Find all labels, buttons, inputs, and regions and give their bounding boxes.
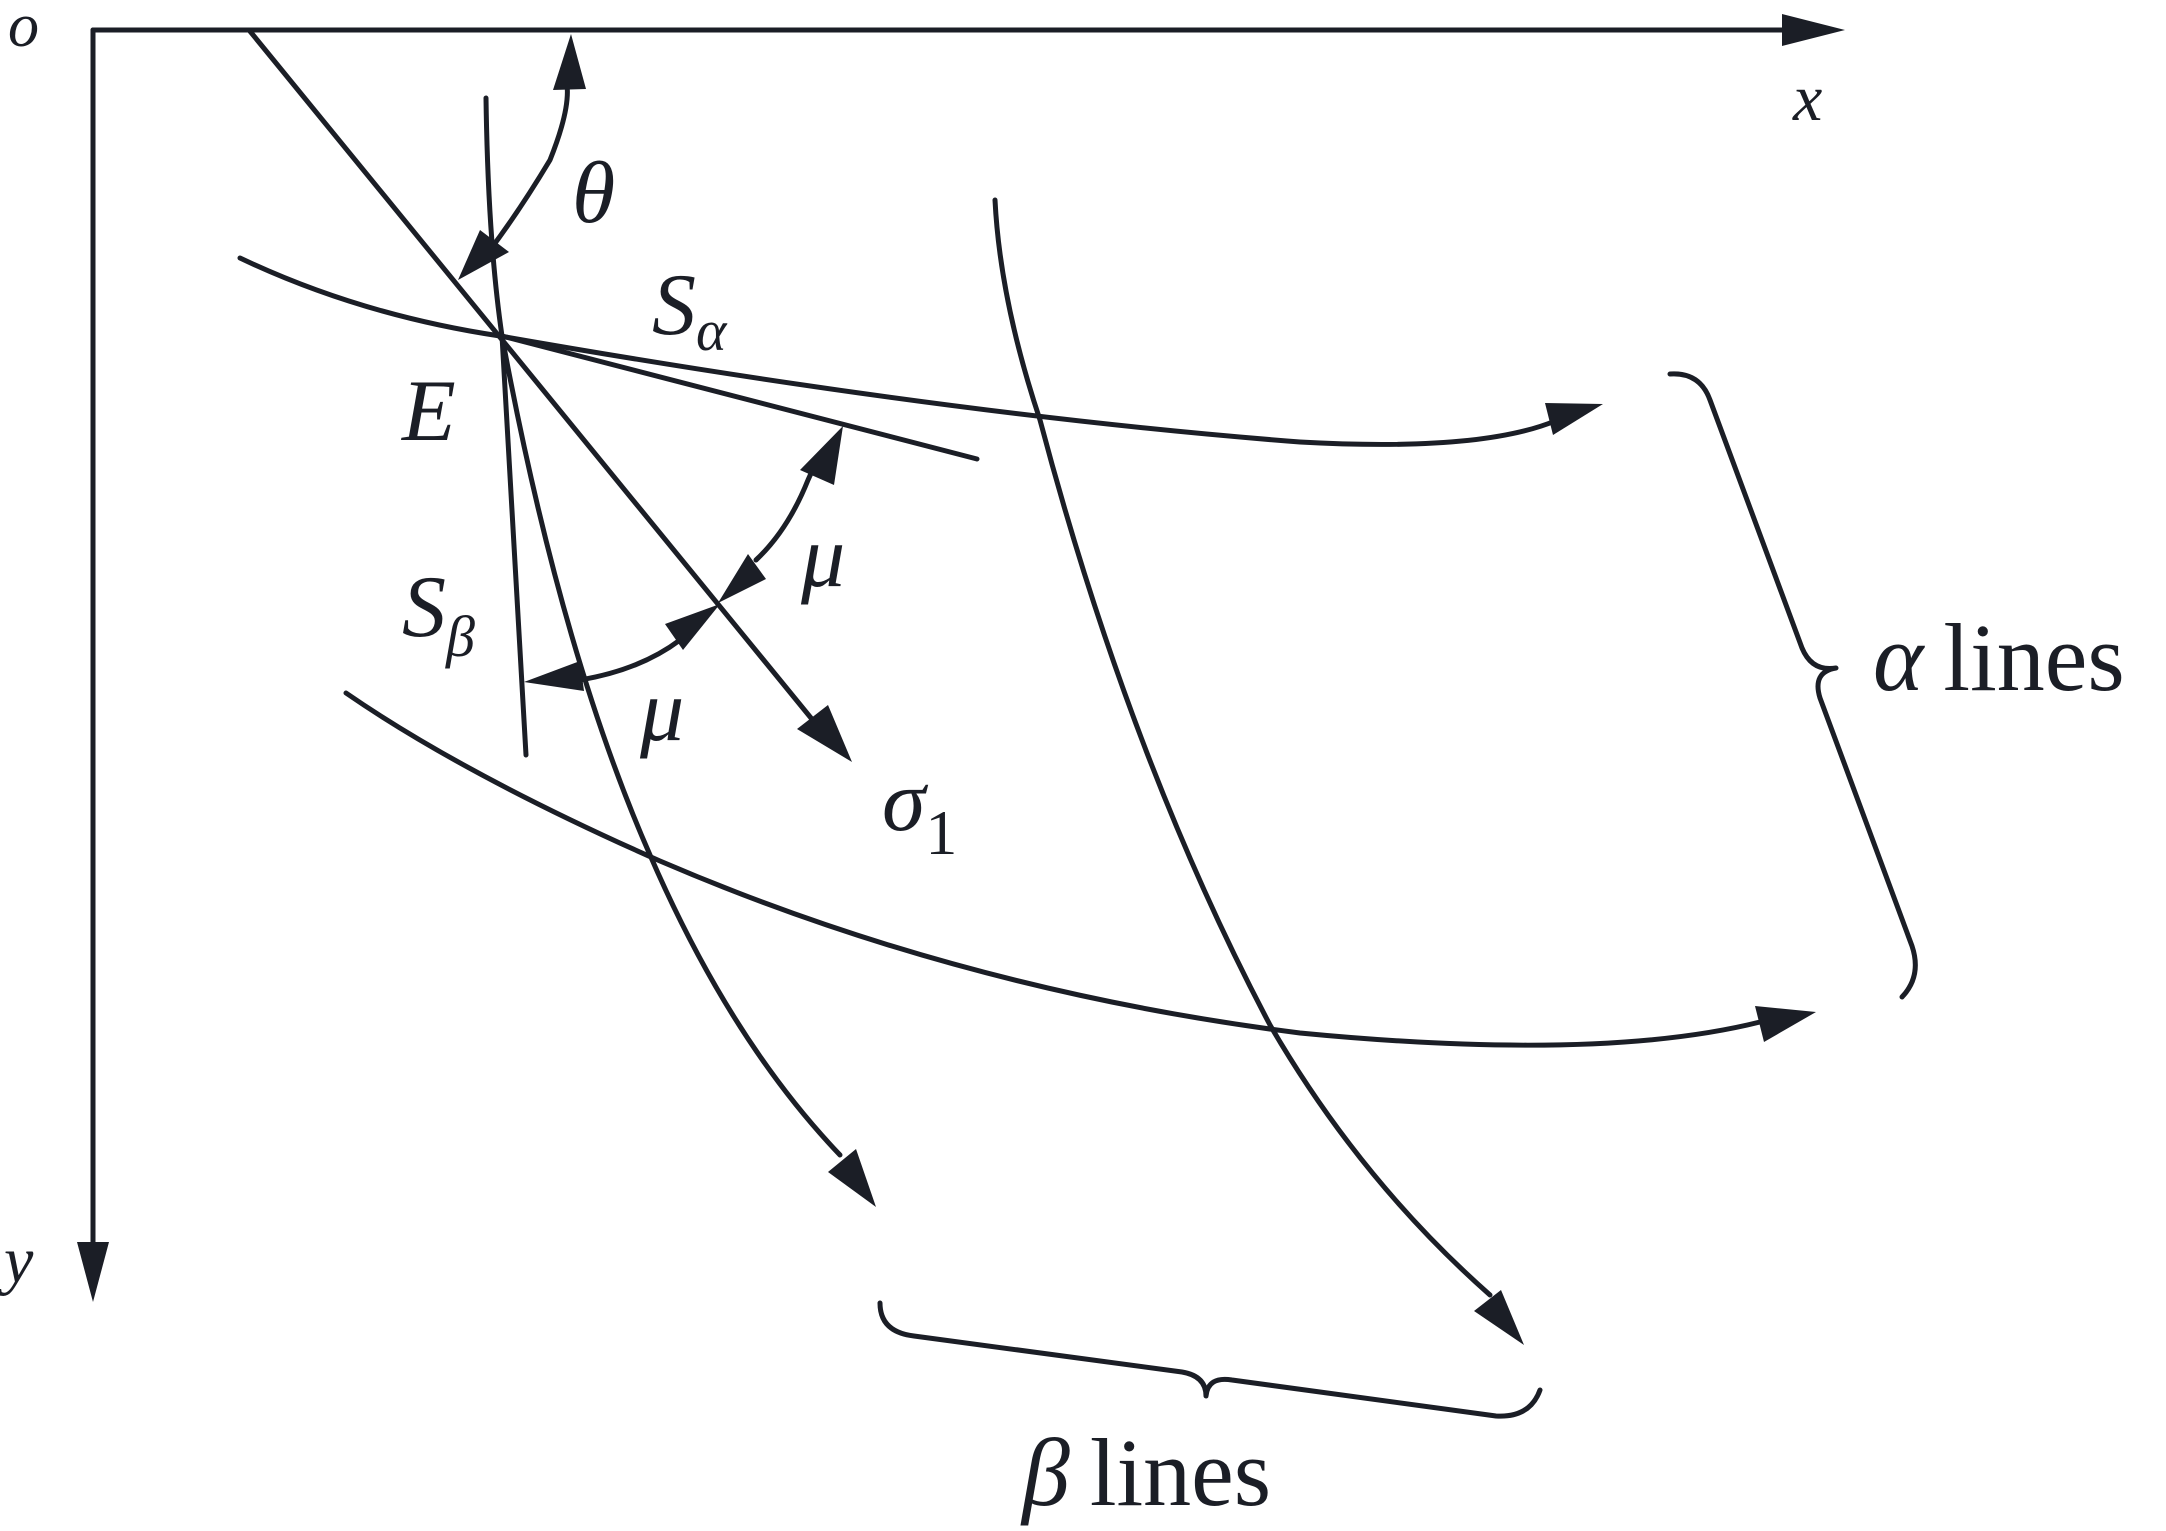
beta-lines-brace: [877, 1300, 1543, 1419]
mu-lower-arrowhead-left: [524, 661, 584, 691]
mu-label-upper: μ: [800, 509, 845, 606]
s-alpha-base: S: [652, 257, 696, 354]
s-beta-label: Sβ: [402, 559, 475, 669]
origin-label: o: [8, 0, 39, 60]
alpha-line-lower-arrowhead: [1755, 1006, 1816, 1042]
theta-arc: [487, 82, 570, 253]
alpha-line-upper-arrowhead: [1545, 403, 1603, 435]
alpha-lines: [237, 255, 1816, 1048]
beta-line-right-arrowhead: [1474, 1290, 1524, 1345]
mu-arc-lower: [577, 637, 683, 683]
sigma1-line: [246, 27, 814, 721]
sigma1-direction: [246, 27, 852, 762]
beta-line-right: [992, 197, 1493, 1298]
axes: [77, 14, 1845, 1302]
s-alpha-tangent: [499, 333, 980, 462]
mu-upper-arrowhead-bottom: [718, 554, 766, 603]
mu-angle-upper: [718, 426, 843, 603]
mu-label-lower: μ: [639, 663, 684, 760]
tangents-at-E: [499, 333, 980, 758]
y-axis-arrowhead: [77, 1242, 109, 1302]
sigma1-arrowhead: [797, 705, 852, 762]
s-alpha-label: Sα: [652, 257, 728, 363]
x-axis-arrowhead: [1782, 14, 1845, 46]
x-axis-label: x: [1792, 62, 1822, 135]
alpha-lines-brace: [1667, 371, 1918, 1000]
beta-line-left-arrowhead: [828, 1149, 876, 1207]
theta-arrowhead-bottom: [458, 230, 509, 280]
s-beta-tangent: [499, 333, 529, 758]
beta-word: lines: [1090, 1419, 1271, 1526]
sigma1-subscript: 1: [925, 797, 957, 868]
s-beta-base: S: [402, 559, 446, 656]
alpha-symbol: α: [1873, 604, 1925, 711]
s-beta-subscript: β: [445, 604, 475, 669]
theta-angle: [458, 34, 586, 280]
alpha-word: lines: [1943, 604, 2124, 711]
theta-label: θ: [572, 145, 615, 242]
alpha-line-lower: [343, 690, 1763, 1048]
theta-arrowhead-top: [553, 34, 586, 90]
sigma1-base: σ: [882, 753, 929, 850]
s-alpha-subscript: α: [696, 298, 728, 363]
mu-upper-arrowhead-top: [800, 426, 843, 485]
y-axis-label: y: [0, 1224, 34, 1297]
point-e-label: E: [400, 363, 456, 460]
mu-angle-lower: [524, 604, 720, 691]
mu-lower-arrowhead-right: [665, 604, 720, 650]
sigma1-label: σ1: [882, 753, 957, 868]
alpha-line-upper: [237, 255, 1558, 447]
beta-symbol: β: [1020, 1419, 1070, 1526]
